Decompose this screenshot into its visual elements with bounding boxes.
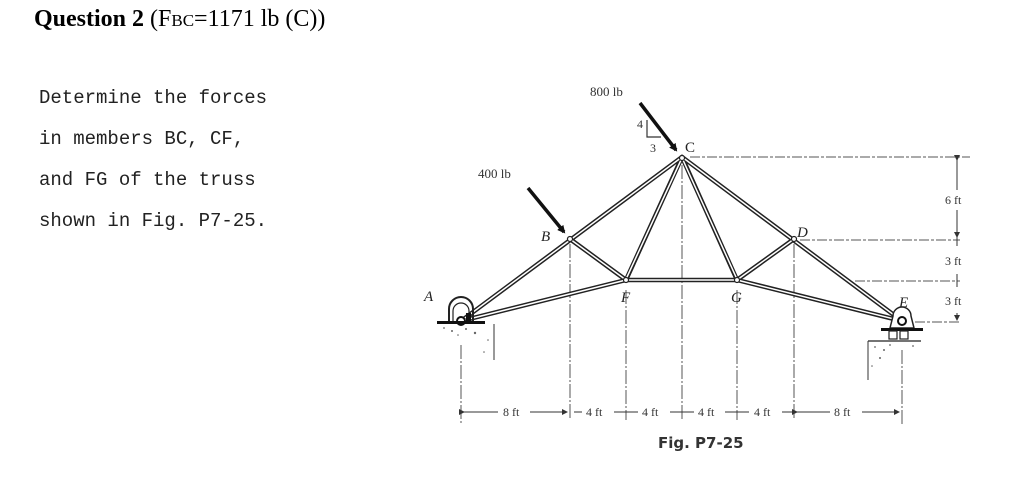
problem-line: Determine the forces [39, 87, 268, 109]
figure-caption: Fig. P7-25 [658, 434, 744, 452]
answer-value: =1171 lb (C)) [194, 6, 326, 32]
dim-label: 4 ft [698, 405, 715, 419]
dim-label: 4 ft [754, 405, 771, 419]
joint-label-e: E [898, 295, 908, 311]
dim-label: 4 ft [642, 405, 659, 419]
joint-label-g: G [731, 290, 742, 306]
problem-statement: Determine the forces in members BC, CF, … [39, 78, 267, 242]
slope-triangle-icon [646, 120, 661, 138]
question-title: Question 2 (FBC=1171 lb (C)) [34, 6, 325, 33]
height-reference-lines [690, 156, 970, 323]
load-label-b: 400 lb [478, 166, 511, 181]
joint-label-d: D [796, 225, 808, 241]
problem-line: and FG of the truss [39, 169, 256, 191]
answer-open: (F [144, 6, 172, 32]
slope-rise-label: 4 [637, 117, 643, 131]
joint-label-c: C [685, 140, 695, 156]
dim-label: 8 ft [503, 405, 520, 419]
answer-subscript: BC [171, 11, 195, 30]
load-arrow-b-icon [526, 186, 566, 234]
pin-support-a-icon [437, 296, 495, 360]
joint-label-f: F [620, 290, 631, 306]
problem-line: shown in Fig. P7-25. [39, 210, 268, 232]
joint-label-b: B [541, 229, 550, 245]
dim-label: 3 ft [945, 294, 962, 308]
slope-run-label: 3 [650, 141, 656, 155]
dim-label: 4 ft [586, 405, 603, 419]
reference-lines [460, 165, 903, 425]
dim-label: 3 ft [945, 254, 962, 268]
question-label: Question 2 [34, 6, 145, 32]
dim-label: 6 ft [945, 193, 962, 207]
truss-members [458, 154, 905, 324]
problem-line: in members BC, CF, [39, 128, 245, 150]
roller-support-e-icon [867, 306, 923, 380]
dim-label: 8 ft [834, 405, 851, 419]
joint-label-a: A [423, 289, 434, 305]
load-label-c: 800 lb [590, 84, 623, 99]
load-arrow-c-icon [638, 101, 678, 152]
